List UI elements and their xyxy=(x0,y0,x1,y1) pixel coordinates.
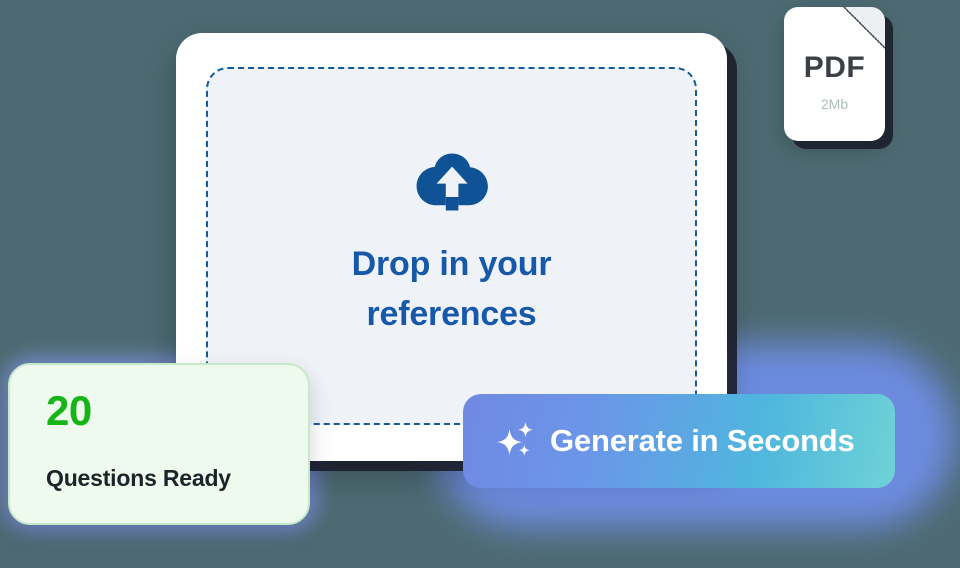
pdf-size-label: 2Mb xyxy=(820,96,849,112)
pdf-type-label: PDF xyxy=(803,51,866,84)
questions-count: 20 xyxy=(46,387,92,434)
sparkles-icon xyxy=(497,422,533,456)
generate-in-seconds-button[interactable]: Generate in Seconds xyxy=(463,394,895,488)
pdf-file-card[interactable]: PDF 2Mb xyxy=(784,7,885,141)
questions-label: Questions Ready xyxy=(46,465,231,491)
dropzone-title: Drop in your references xyxy=(351,245,552,333)
questions-ready-card: 20 Questions Ready xyxy=(8,363,310,525)
generate-button-label: Generate in Seconds xyxy=(550,423,855,458)
page-fold-icon xyxy=(843,7,885,49)
cloud-upload-icon xyxy=(416,153,488,211)
